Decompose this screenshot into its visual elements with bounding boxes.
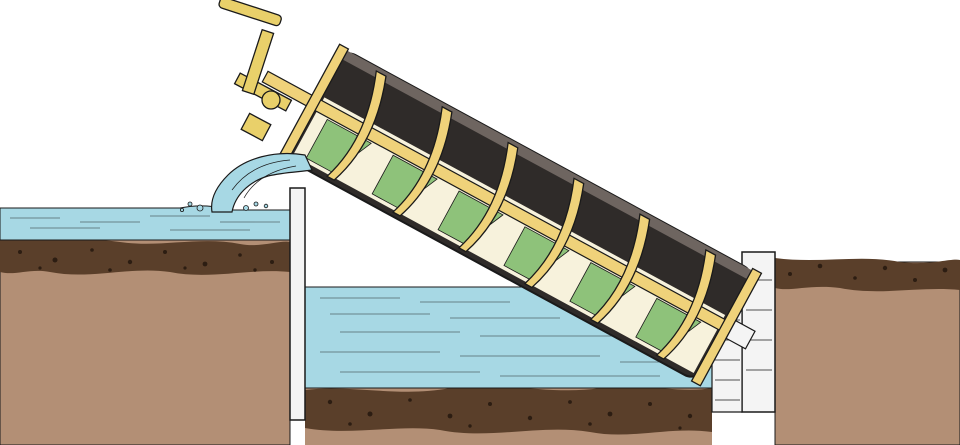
crank-hub xyxy=(262,91,280,109)
soil-layer-pit xyxy=(305,386,712,435)
upper-water xyxy=(0,206,290,240)
soil-layer-right xyxy=(775,258,960,291)
pit-wall-left xyxy=(290,188,305,420)
